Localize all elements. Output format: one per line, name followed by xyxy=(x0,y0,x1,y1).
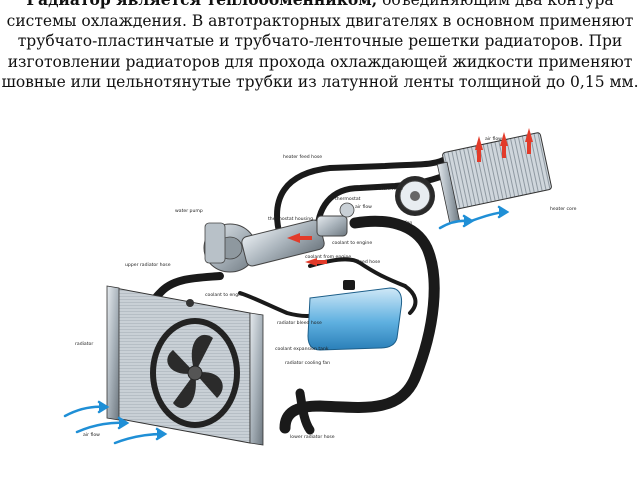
label-air-flow-bottom: air flow xyxy=(83,432,100,438)
coolant-expansion-tank xyxy=(307,280,403,351)
label-coolant-to-engine: coolant to engine xyxy=(332,240,372,246)
label-coolant-to-engine-2: coolant to engine xyxy=(205,292,245,298)
label-water-pump: water pump xyxy=(175,208,203,214)
water-pump xyxy=(203,219,325,273)
cold-air-arrows xyxy=(63,205,510,445)
description-paragraph: Радиатор является теплообменником, объед… xyxy=(0,0,640,102)
heater-core xyxy=(436,132,552,224)
label-heater-core: heater core xyxy=(550,206,577,212)
label-coolant-from-engine: coolant from engine xyxy=(305,254,351,260)
cooling-system-diagram: air flow heater feed hose heater return … xyxy=(63,128,577,446)
label-bleed-hose: bleed hose xyxy=(355,259,380,265)
figure-labels: air flow heater feed hose heater return … xyxy=(75,136,577,440)
label-upper-radiator-hose: upper radiator hose xyxy=(125,262,171,268)
hot-air-arrows xyxy=(287,128,533,266)
label-radiator: radiator xyxy=(75,341,93,347)
label-heater-return-hose: heater return hose xyxy=(360,186,403,192)
hoses xyxy=(147,155,453,435)
thermostat-housing xyxy=(316,202,355,237)
label-radiator-bleed-hose: radiator bleed hose xyxy=(277,320,322,326)
heater-feed-hose xyxy=(274,155,450,239)
label-heater-feed-hose: heater feed hose xyxy=(283,154,322,160)
label-air-flow-top: air flow xyxy=(485,136,502,142)
label-thermostat: thermostat xyxy=(335,196,361,202)
lower-radiator-hose xyxy=(279,215,440,434)
label-coolant-expansion-tank: coolant expansion tank xyxy=(275,346,329,352)
bleed-hose xyxy=(308,257,407,288)
tank-hose xyxy=(403,284,418,315)
lower-hose-bottom xyxy=(295,388,315,435)
heater-return-hose xyxy=(314,170,453,239)
label-lower-radiator-hose: lower radiator hose xyxy=(290,434,335,440)
label-radiator-cooling-fan: radiator cooling fan xyxy=(285,360,330,366)
label-fan-small: fan xyxy=(405,220,412,226)
label-air-flow-mid: air flow xyxy=(355,204,372,210)
label-thermostat-housing: thermostat housing xyxy=(268,216,313,222)
paragraph-body: объединяющим два контура системы охлажде… xyxy=(1,0,639,91)
paragraph-lead: Радиатор является теплообменником, xyxy=(26,0,377,9)
radiator-cooling-fan xyxy=(150,318,240,428)
heater-fan xyxy=(395,176,435,216)
